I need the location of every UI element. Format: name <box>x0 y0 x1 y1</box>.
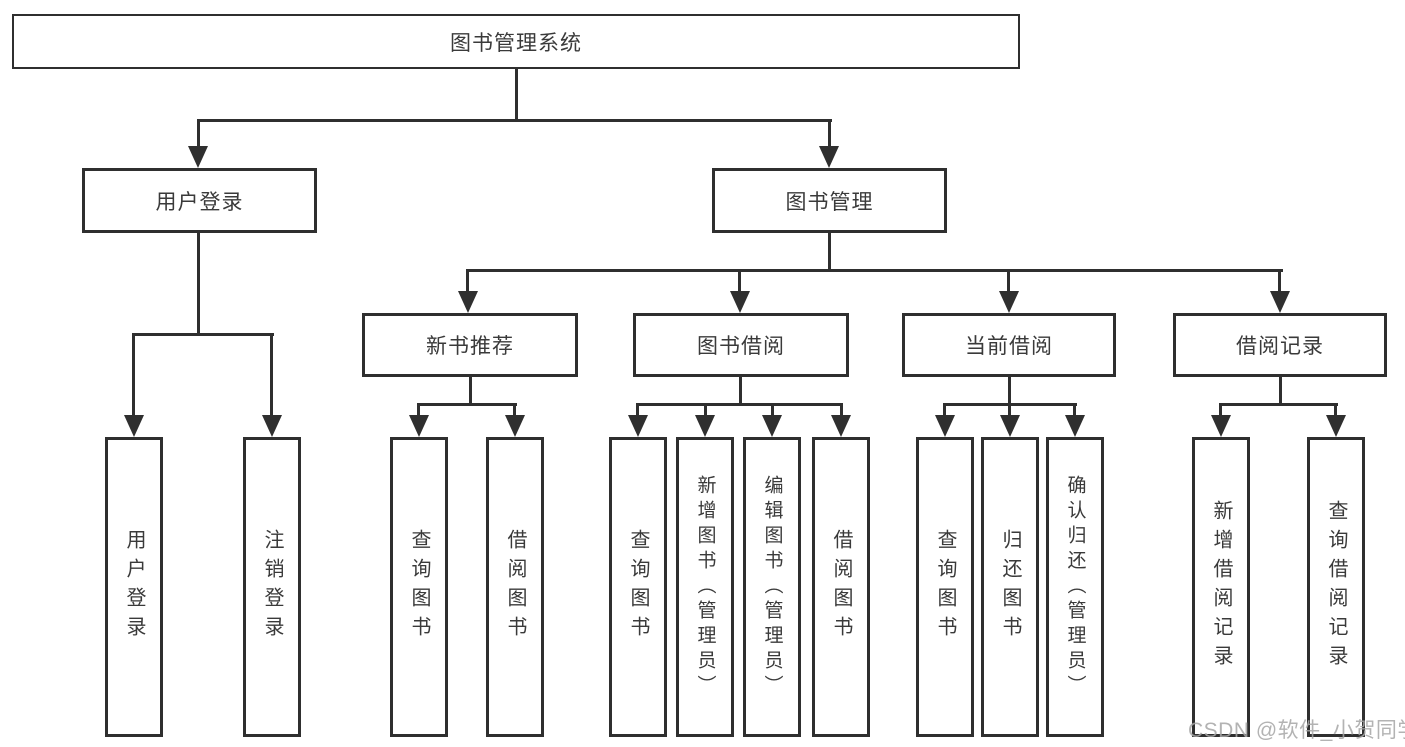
node-new-book-recommend: 新书推荐 <box>362 313 578 377</box>
connector-level3-rail <box>466 269 1283 272</box>
node-label: 新增图书（管理员） <box>694 474 716 700</box>
node-query-books-b: 查询图书 <box>609 437 667 737</box>
connector-groupC-stem <box>1008 377 1011 405</box>
connector-stem <box>1073 403 1076 423</box>
node-borrow-records: 借阅记录 <box>1173 313 1387 377</box>
node-label: 查询借阅记录 <box>1325 500 1347 674</box>
arrow-down-icon <box>1326 415 1346 437</box>
connector-stem <box>943 403 946 423</box>
connector-stem-user-login <box>197 119 200 151</box>
connector-stem <box>704 403 707 423</box>
connector-stem-logout <box>270 333 273 419</box>
connector-stem <box>636 403 639 423</box>
connector-groupA-rail <box>417 403 517 406</box>
arrow-down-icon <box>1211 415 1231 437</box>
arrow-down-icon <box>762 415 782 437</box>
connector-groupD-stem <box>1279 377 1282 405</box>
node-query-books-c: 查询图书 <box>916 437 974 737</box>
node-label: 查询图书 <box>408 529 430 645</box>
connector-stem-current-borrow <box>1007 269 1010 295</box>
node-add-borrow-record: 新增借阅记录 <box>1192 437 1250 737</box>
node-book-borrowing: 图书借阅 <box>633 313 849 377</box>
node-current-borrowing: 当前借阅 <box>902 313 1116 377</box>
connector-groupB-rail <box>636 403 843 406</box>
connector-groupD-rail <box>1219 403 1338 406</box>
connector-stem-borrow-records <box>1278 269 1281 295</box>
csdn-watermark: CSDN @软件_小贺同学 <box>1188 719 1405 742</box>
arrow-down-icon <box>831 415 851 437</box>
arrow-down-icon <box>262 415 282 437</box>
node-query-books-a: 查询图书 <box>390 437 448 737</box>
connector-stem <box>771 403 774 423</box>
node-book-management: 图书管理 <box>712 168 947 233</box>
node-label: 编辑图书（管理员） <box>761 474 783 700</box>
node-label: 查询图书 <box>627 529 649 645</box>
connector-groupB-stem <box>739 377 742 405</box>
connector-stem-book-borrow <box>738 269 741 295</box>
connector-user-login-stem <box>197 233 200 336</box>
arrow-down-icon <box>999 291 1019 313</box>
arrow-down-icon <box>409 415 429 437</box>
arrow-down-icon <box>628 415 648 437</box>
node-query-borrow-record: 查询借阅记录 <box>1307 437 1365 737</box>
node-label: 注销登录 <box>261 529 283 645</box>
connector-root-stem <box>515 69 518 122</box>
arrow-down-icon <box>1000 415 1020 437</box>
node-add-books-admin: 新增图书（管理员） <box>676 437 734 737</box>
node-logout-leaf: 注销登录 <box>243 437 301 737</box>
node-label: 用户登录 <box>123 529 145 645</box>
connector-stem <box>1219 403 1222 423</box>
connector-user-login-rail <box>132 333 274 336</box>
node-label: 查询图书 <box>934 529 956 645</box>
node-confirm-return-admin: 确认归还（管理员） <box>1046 437 1104 737</box>
node-user-login-leaf: 用户登录 <box>105 437 163 737</box>
node-borrow-books-a: 借阅图书 <box>486 437 544 737</box>
arrow-down-icon <box>188 146 208 168</box>
connector-stem-new-books <box>466 269 469 295</box>
node-label: 确认归还（管理员） <box>1064 474 1086 700</box>
connector-stem <box>1008 403 1011 423</box>
arrow-down-icon <box>458 291 478 313</box>
arrow-down-icon <box>935 415 955 437</box>
node-label: 新增借阅记录 <box>1210 500 1232 674</box>
connector-stem-login <box>132 333 135 419</box>
node-edit-books-admin: 编辑图书（管理员） <box>743 437 801 737</box>
connector-stem <box>417 403 420 423</box>
arrow-down-icon <box>730 291 750 313</box>
arrow-down-icon <box>505 415 525 437</box>
node-user-login: 用户登录 <box>82 168 317 233</box>
arrow-down-icon <box>124 415 144 437</box>
arrow-down-icon <box>1270 291 1290 313</box>
node-label: 归还图书 <box>999 529 1021 645</box>
node-return-books: 归还图书 <box>981 437 1039 737</box>
connector-level2-rail <box>197 119 832 122</box>
connector-stem <box>1334 403 1337 423</box>
node-library-system: 图书管理系统 <box>12 14 1020 69</box>
connector-stem-book-mgmt <box>828 119 831 151</box>
connector-groupA-stem <box>469 377 472 405</box>
arrow-down-icon <box>819 146 839 168</box>
arrow-down-icon <box>695 415 715 437</box>
arrow-down-icon <box>1065 415 1085 437</box>
node-borrow-books-b: 借阅图书 <box>812 437 870 737</box>
connector-stem <box>513 403 516 423</box>
connector-stem <box>840 403 843 423</box>
node-label: 借阅图书 <box>504 529 526 645</box>
connector-book-mgmt-stem <box>828 233 831 272</box>
node-label: 借阅图书 <box>830 529 852 645</box>
